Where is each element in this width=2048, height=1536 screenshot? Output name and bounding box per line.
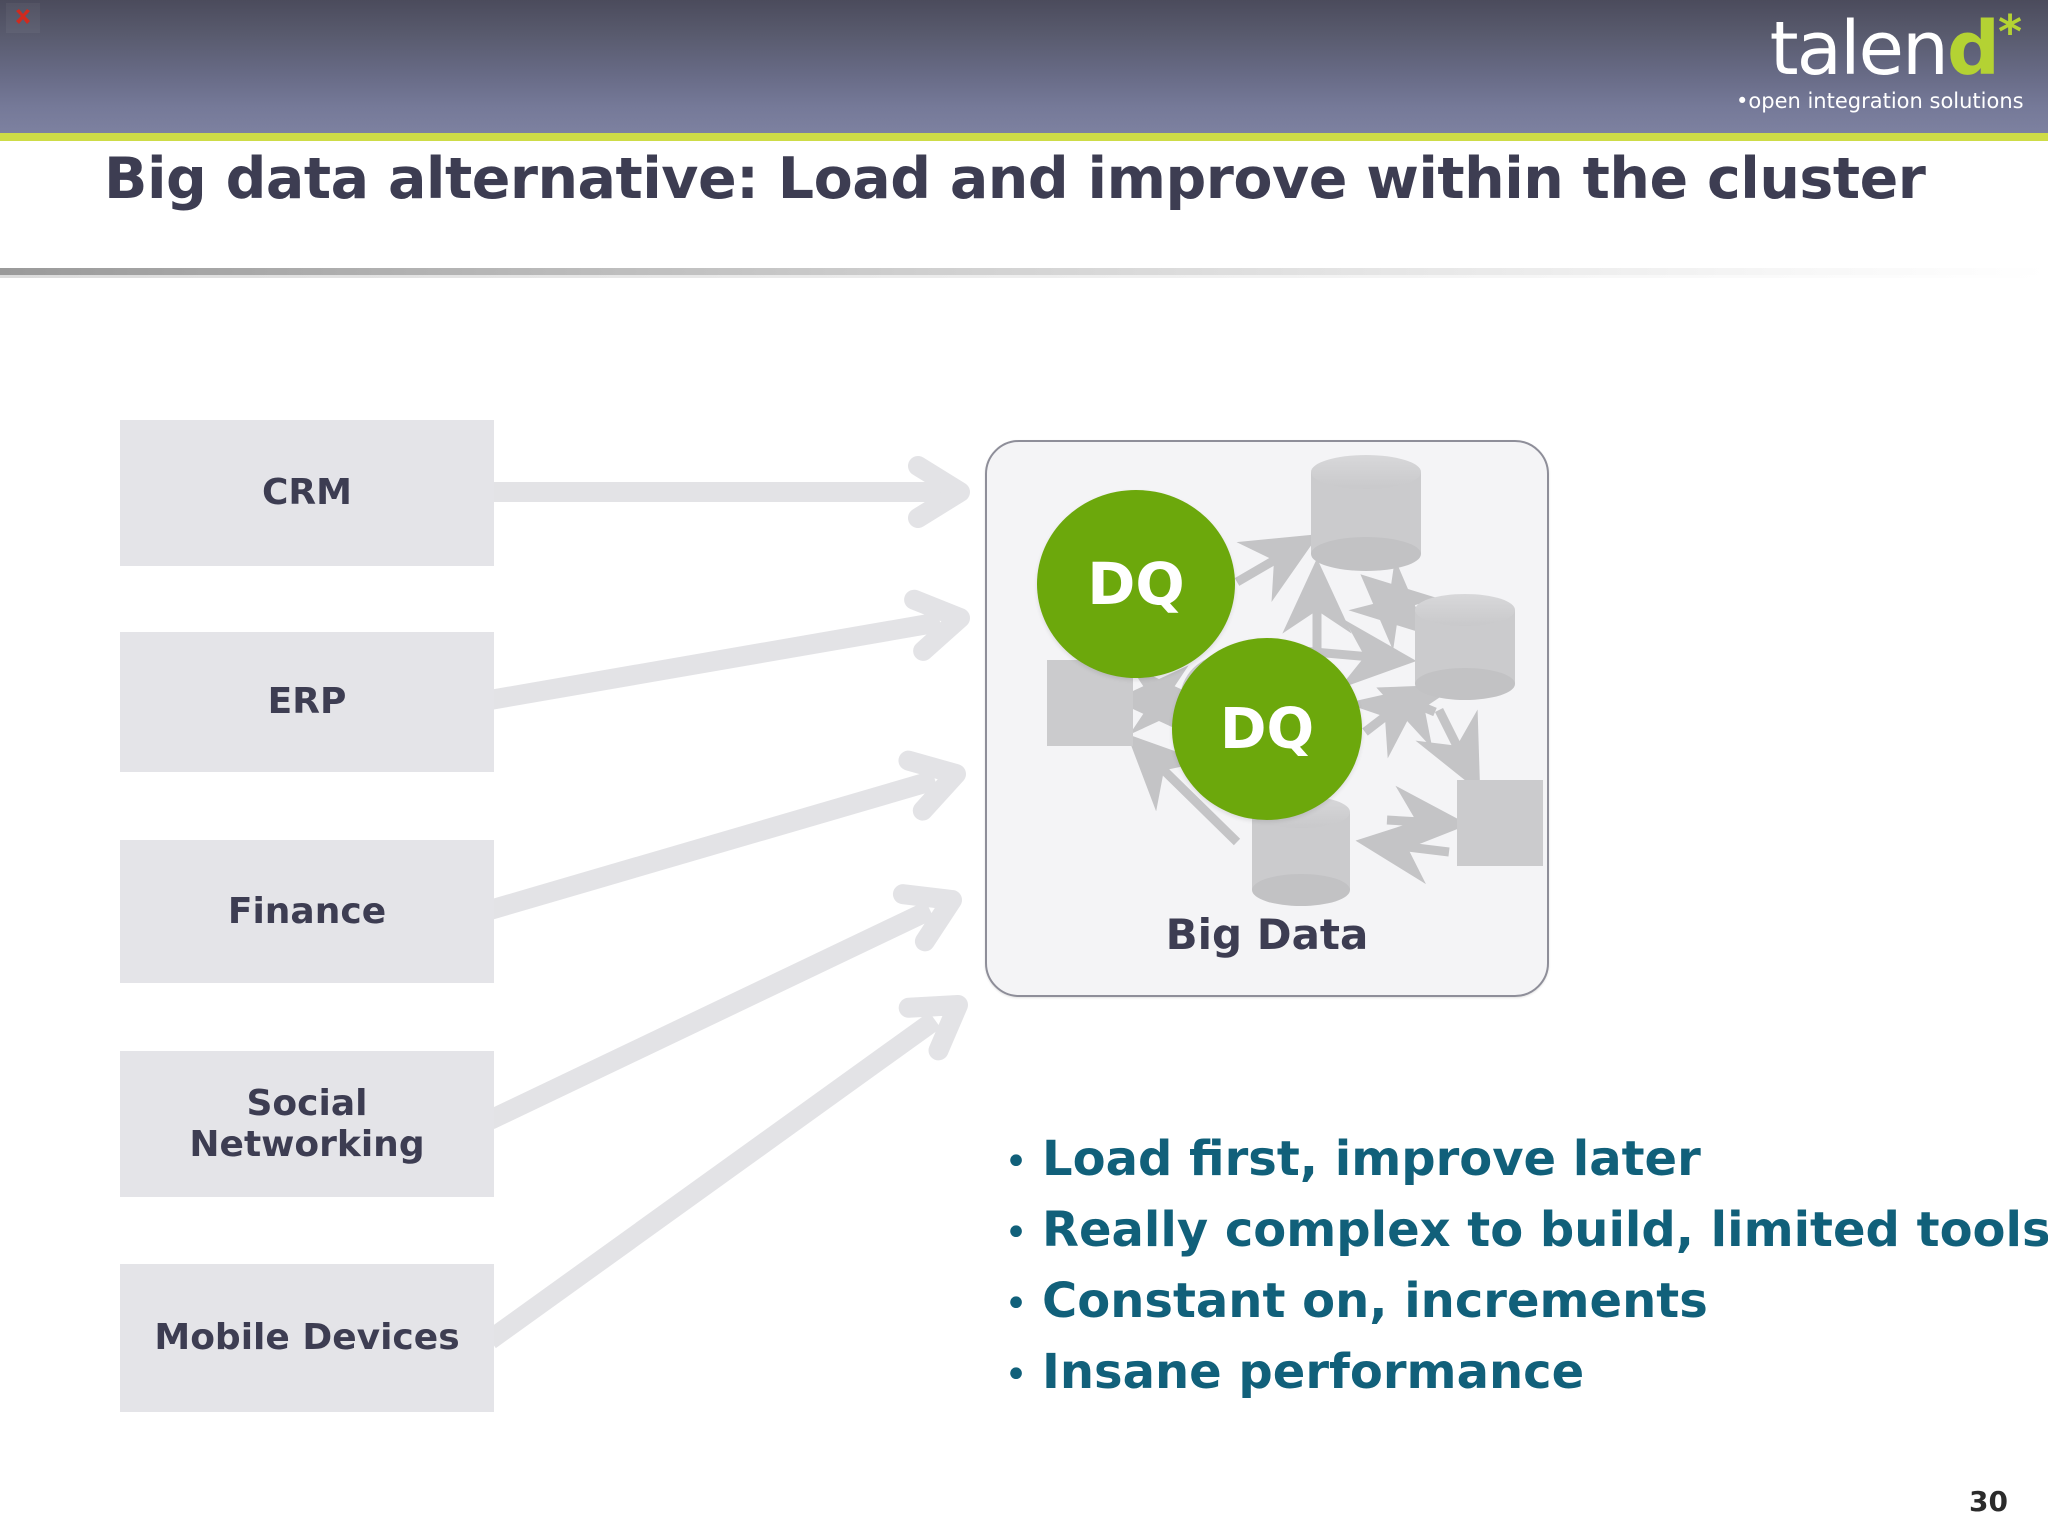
list-item-label: Really complex to build, limited tools (1042, 1202, 2048, 1258)
source-box-finance[interactable]: Finance (120, 840, 494, 983)
cluster-title: Big Data (1165, 910, 1369, 959)
logo-wordmark: talend* (1736, 5, 2022, 95)
dq-circle-top[interactable]: DQ (1037, 490, 1235, 678)
list-item-label: Load first, improve later (1042, 1131, 1701, 1187)
logo-asterisk-icon: * (1997, 5, 2022, 59)
list-item: • Constant on, increments (990, 1270, 2030, 1335)
cluster-node-cylinder-top (1311, 455, 1421, 571)
source-box-label: Mobile Devices (154, 1317, 460, 1359)
dq-label: DQ (1219, 696, 1315, 762)
slide-header-band: talend* •open integration solutions (0, 0, 2048, 133)
talend-logo: talend* •open integration solutions (1736, 5, 2026, 126)
arrow-finance (487, 749, 963, 920)
arrow-erp (488, 592, 965, 710)
list-item: • Really complex to build, limited tools (990, 1199, 2048, 1264)
list-item-label: Constant on, increments (1042, 1273, 1708, 1329)
page-number: 30 (1969, 1485, 2008, 1518)
header-accent-bar (0, 133, 2048, 141)
source-box-label: Finance (227, 890, 387, 932)
logo-word-green: d (1946, 6, 2000, 92)
source-box-label: ERP (267, 681, 347, 723)
title-divider (0, 268, 2048, 275)
broken-image-icon (6, 3, 40, 33)
key-points-list: • Load first, improve later • Really com… (990, 1128, 2048, 1412)
logo-word-white: talen (1769, 6, 1949, 92)
source-box-label: CRM (262, 472, 352, 514)
arrow-social (485, 876, 963, 1130)
dq-circle-bottom[interactable]: DQ (1172, 638, 1362, 820)
list-item-label: Insane performance (1042, 1344, 1585, 1400)
page-title: Big data alternative: Load and improve w… (104, 146, 1926, 212)
bullet-marker-icon: • (1004, 1352, 1028, 1398)
source-box-mobile-devices[interactable]: Mobile Devices (120, 1264, 494, 1412)
cluster-node-cylinder-right (1415, 594, 1515, 700)
bullet-marker-icon: • (1004, 1139, 1028, 1185)
title-divider-shadow (0, 275, 2048, 278)
source-box-erp[interactable]: ERP (120, 632, 494, 772)
cluster-node-square-bottom-right (1457, 780, 1543, 866)
bullet-marker-icon: • (1004, 1210, 1028, 1256)
logo-tagline: •open integration solutions (1736, 89, 2024, 113)
dq-label: DQ (1087, 550, 1185, 618)
list-item: • Load first, improve later (990, 1128, 2030, 1193)
bullet-marker-icon: • (1004, 1281, 1028, 1327)
big-data-cluster-panel[interactable]: DQ DQ Big Data (985, 440, 1549, 997)
list-item: • Insane performance (990, 1341, 2030, 1406)
source-box-crm[interactable]: CRM (120, 420, 494, 566)
arrow-mobile (484, 984, 973, 1349)
source-box-label: Social Networking (189, 1082, 425, 1165)
arrow-crm (490, 466, 960, 518)
source-box-social-networking[interactable]: Social Networking (120, 1051, 494, 1197)
